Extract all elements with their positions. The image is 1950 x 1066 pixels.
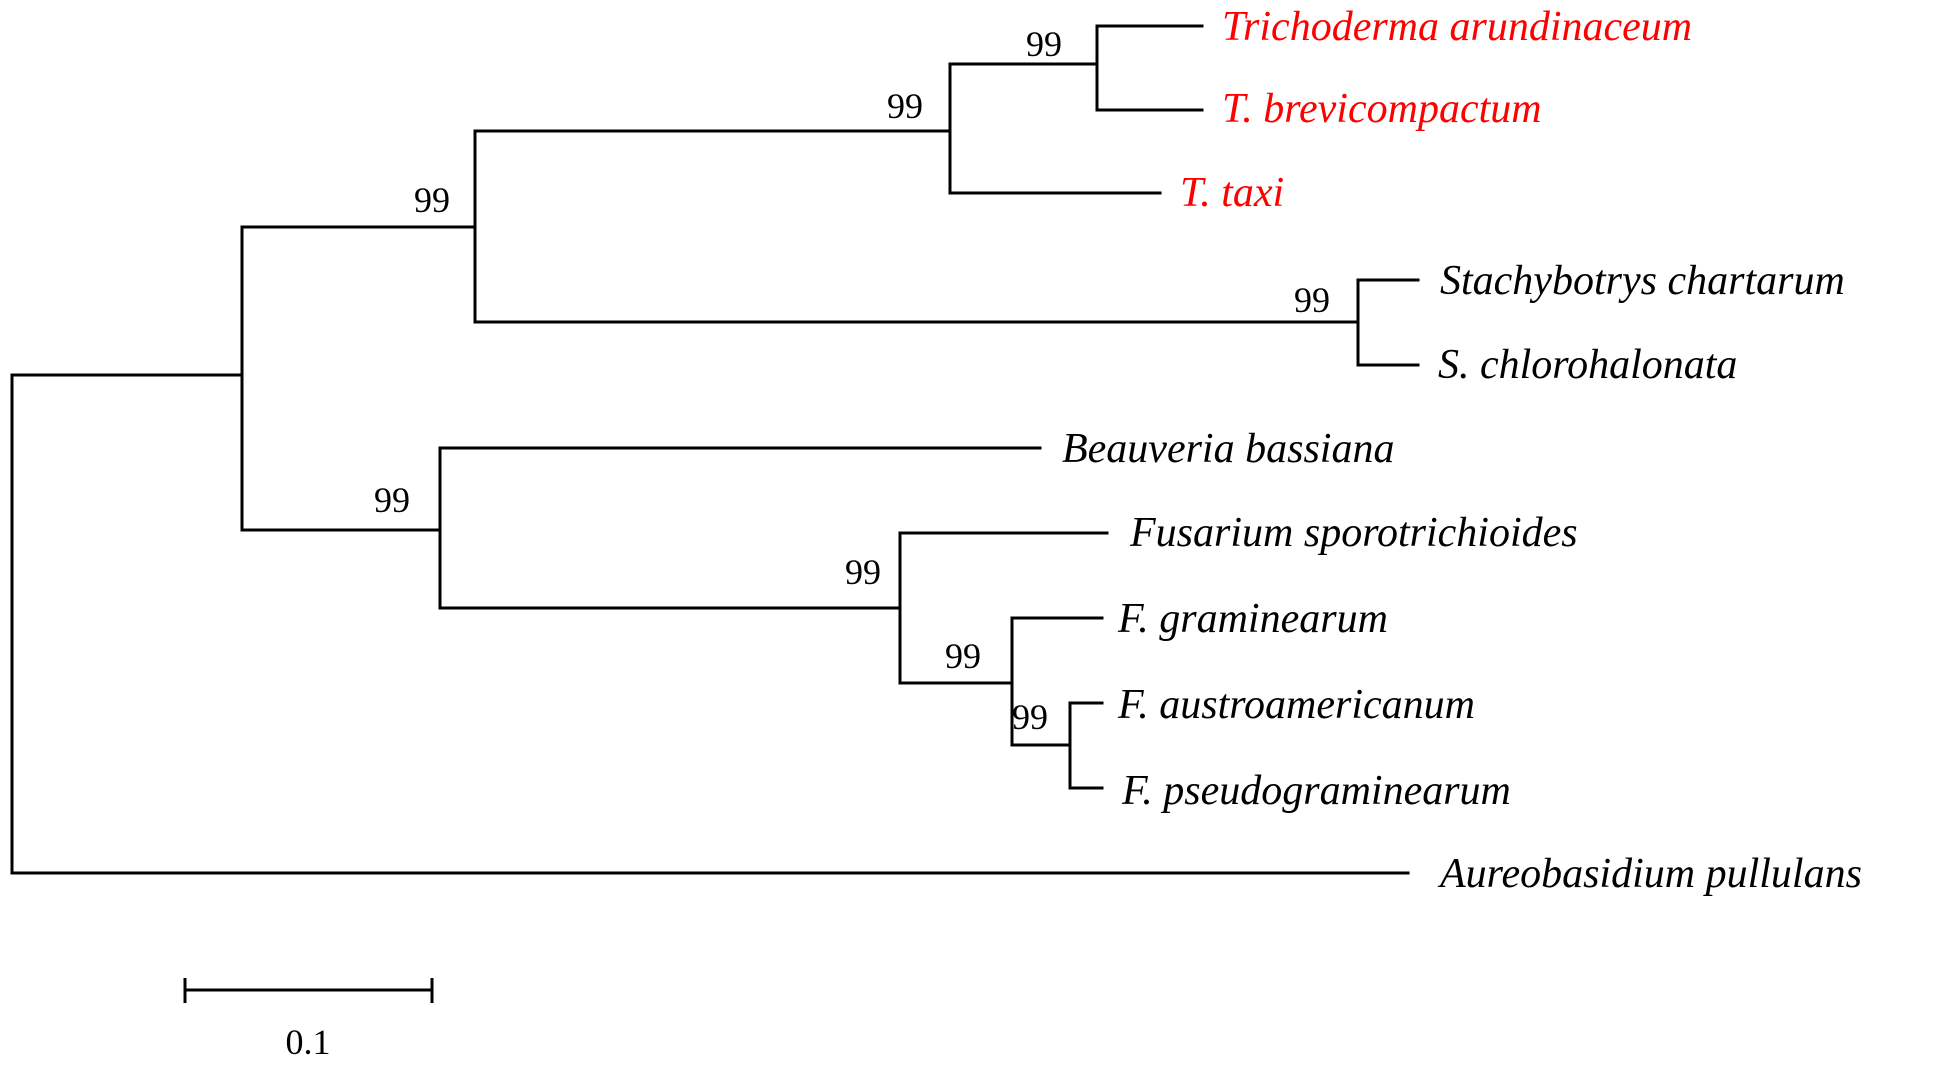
bootstrap-trichoderma-inner: 99 [1026,24,1062,64]
taxon-label-b-bassiana: Beauveria bassiana [1062,426,1394,472]
taxon-label-t-arundinaceum: Trichoderma arundinaceum [1222,4,1692,50]
taxon-label-s-chartarum: Stachybotrys chartarum [1440,258,1845,304]
bootstrap-beauveria-fusarium: 99 [374,480,410,520]
taxon-label-f-graminearum: F. graminearum [1117,596,1388,642]
taxon-label-a-pullulans: Aureobasidium pullulans [1437,851,1862,897]
bootstrap-fusarium: 99 [845,552,881,592]
bootstrap-fusarium-inner: 99 [945,636,981,676]
bootstrap-trichoderma: 99 [887,86,923,126]
scale-bar-label: 0.1 [286,1022,331,1062]
taxon-label-f-pseudograminearum: F. pseudograminearum [1121,768,1511,814]
taxon-label-f-austroamericanum: F. austroamericanum [1117,682,1475,728]
taxon-label-f-sporotrichioides: Fusarium sporotrichioides [1129,510,1578,556]
taxon-label-t-taxi: T. taxi [1180,170,1284,216]
tree-branches [10,24,1420,875]
taxon-label-t-brevicompactum: T. brevicompactum [1222,86,1542,132]
taxon-labels: Trichoderma arundinaceum T. brevicompact… [1062,4,1862,897]
bootstrap-stachybotrys: 99 [1294,280,1330,320]
bootstrap-fusarium-innermost: 99 [1012,697,1048,737]
taxon-label-s-chlorohalonata: S. chlorohalonata [1438,342,1737,388]
scale-bar: 0.1 [183,978,434,1062]
bootstrap-values: 99 99 99 99 99 99 99 99 [374,24,1330,737]
bootstrap-trichoderma-stachybotrys: 99 [414,180,450,220]
